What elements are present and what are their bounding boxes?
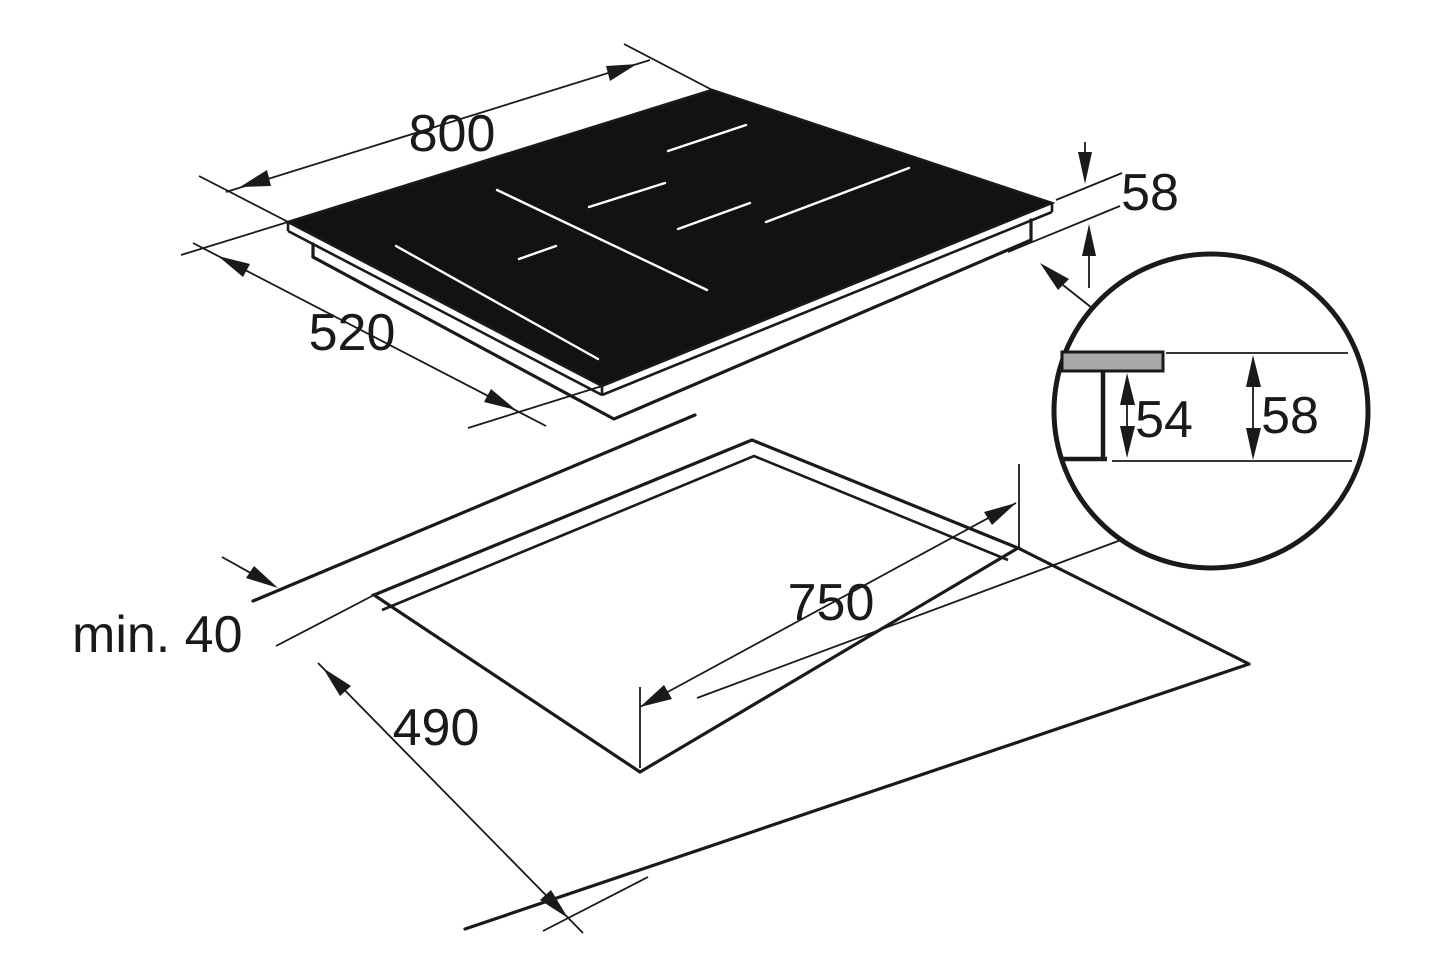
detail-circle-outline [1051,251,1371,571]
arrowhead [1246,355,1261,387]
dim-800: 800 [198,43,719,227]
arrowhead [984,503,1016,525]
worktop-outline [251,413,1251,931]
arrowhead [323,668,351,696]
dim-54-label: 54 [1135,391,1193,449]
worktop-bottom-edge [463,662,1251,931]
dim-58-detail: 58 [1246,355,1319,460]
cutout-opening [370,438,1022,774]
glass-underside-left [287,229,603,397]
dim-520-label: 520 [309,304,396,362]
arrowhead [640,685,672,707]
arrowhead [1082,224,1096,256]
hob-glass-top [284,88,1056,388]
hob-body [311,218,1033,421]
arrowhead [606,64,637,81]
hob [284,88,1056,421]
section-line [696,539,1122,699]
dim-520: 520 [180,221,603,429]
dim-58-ext-upper [1055,172,1123,201]
arrowhead [1078,152,1092,184]
arrowhead [1246,428,1261,460]
dim-490-label: 490 [393,699,480,757]
arrowhead [540,890,568,918]
dim-750: 750 [639,464,1020,768]
dim-750-line [639,502,1017,708]
dim-min40-label: min. 40 [72,606,243,664]
dim-750-label: 750 [788,574,875,632]
dim-490-ext-lower [542,876,649,932]
dim-490-line [317,662,584,934]
arrowhead [240,170,271,187]
arrowhead [218,256,250,277]
dim-800-ext-right [623,43,719,94]
detail-callout [1040,263,1093,309]
dim-520-ext-lower [467,385,603,429]
glass-underside-right [601,210,1053,397]
dim-58-detail-label: 58 [1261,387,1319,445]
dim-54-detail: 54 [1120,373,1193,458]
dim-min40: min. 40 [72,556,278,664]
zone-marking [676,201,752,231]
dim-800-label: 800 [409,105,496,163]
dim-58-ext-lower [1007,205,1121,253]
worktop-cutout [370,438,1022,774]
worktop-right-edge [1018,547,1251,666]
detail-circle: 54 58 [1051,251,1371,571]
zone-marking [495,188,709,292]
zone-marking [394,244,600,361]
zone-marking [764,166,911,224]
dim-490-ext-upper [275,594,375,647]
detail-glass-section [1060,350,1165,373]
cooking-zone-markings [394,123,911,361]
dim-58-hob: 58 [1007,142,1179,288]
arrowhead [484,389,516,410]
dim-520-line [192,242,547,427]
worktop-front-edge [251,413,697,603]
arrowhead [1040,263,1069,290]
dim-490: 490 [275,594,649,934]
arrowhead [1120,373,1135,405]
arrowhead [246,566,278,588]
arrowhead [1120,426,1135,458]
zone-marking [666,123,748,153]
dim-800-ext-left [198,175,297,227]
dim-800-line [225,59,651,193]
dim-58-label: 58 [1121,164,1179,222]
detail-callout-leader [1062,284,1093,309]
cutout-inner-wall [381,454,1009,612]
zone-marking [587,181,667,209]
zone-marking-tick [517,244,558,261]
dim-520-ext-upper [180,221,289,256]
